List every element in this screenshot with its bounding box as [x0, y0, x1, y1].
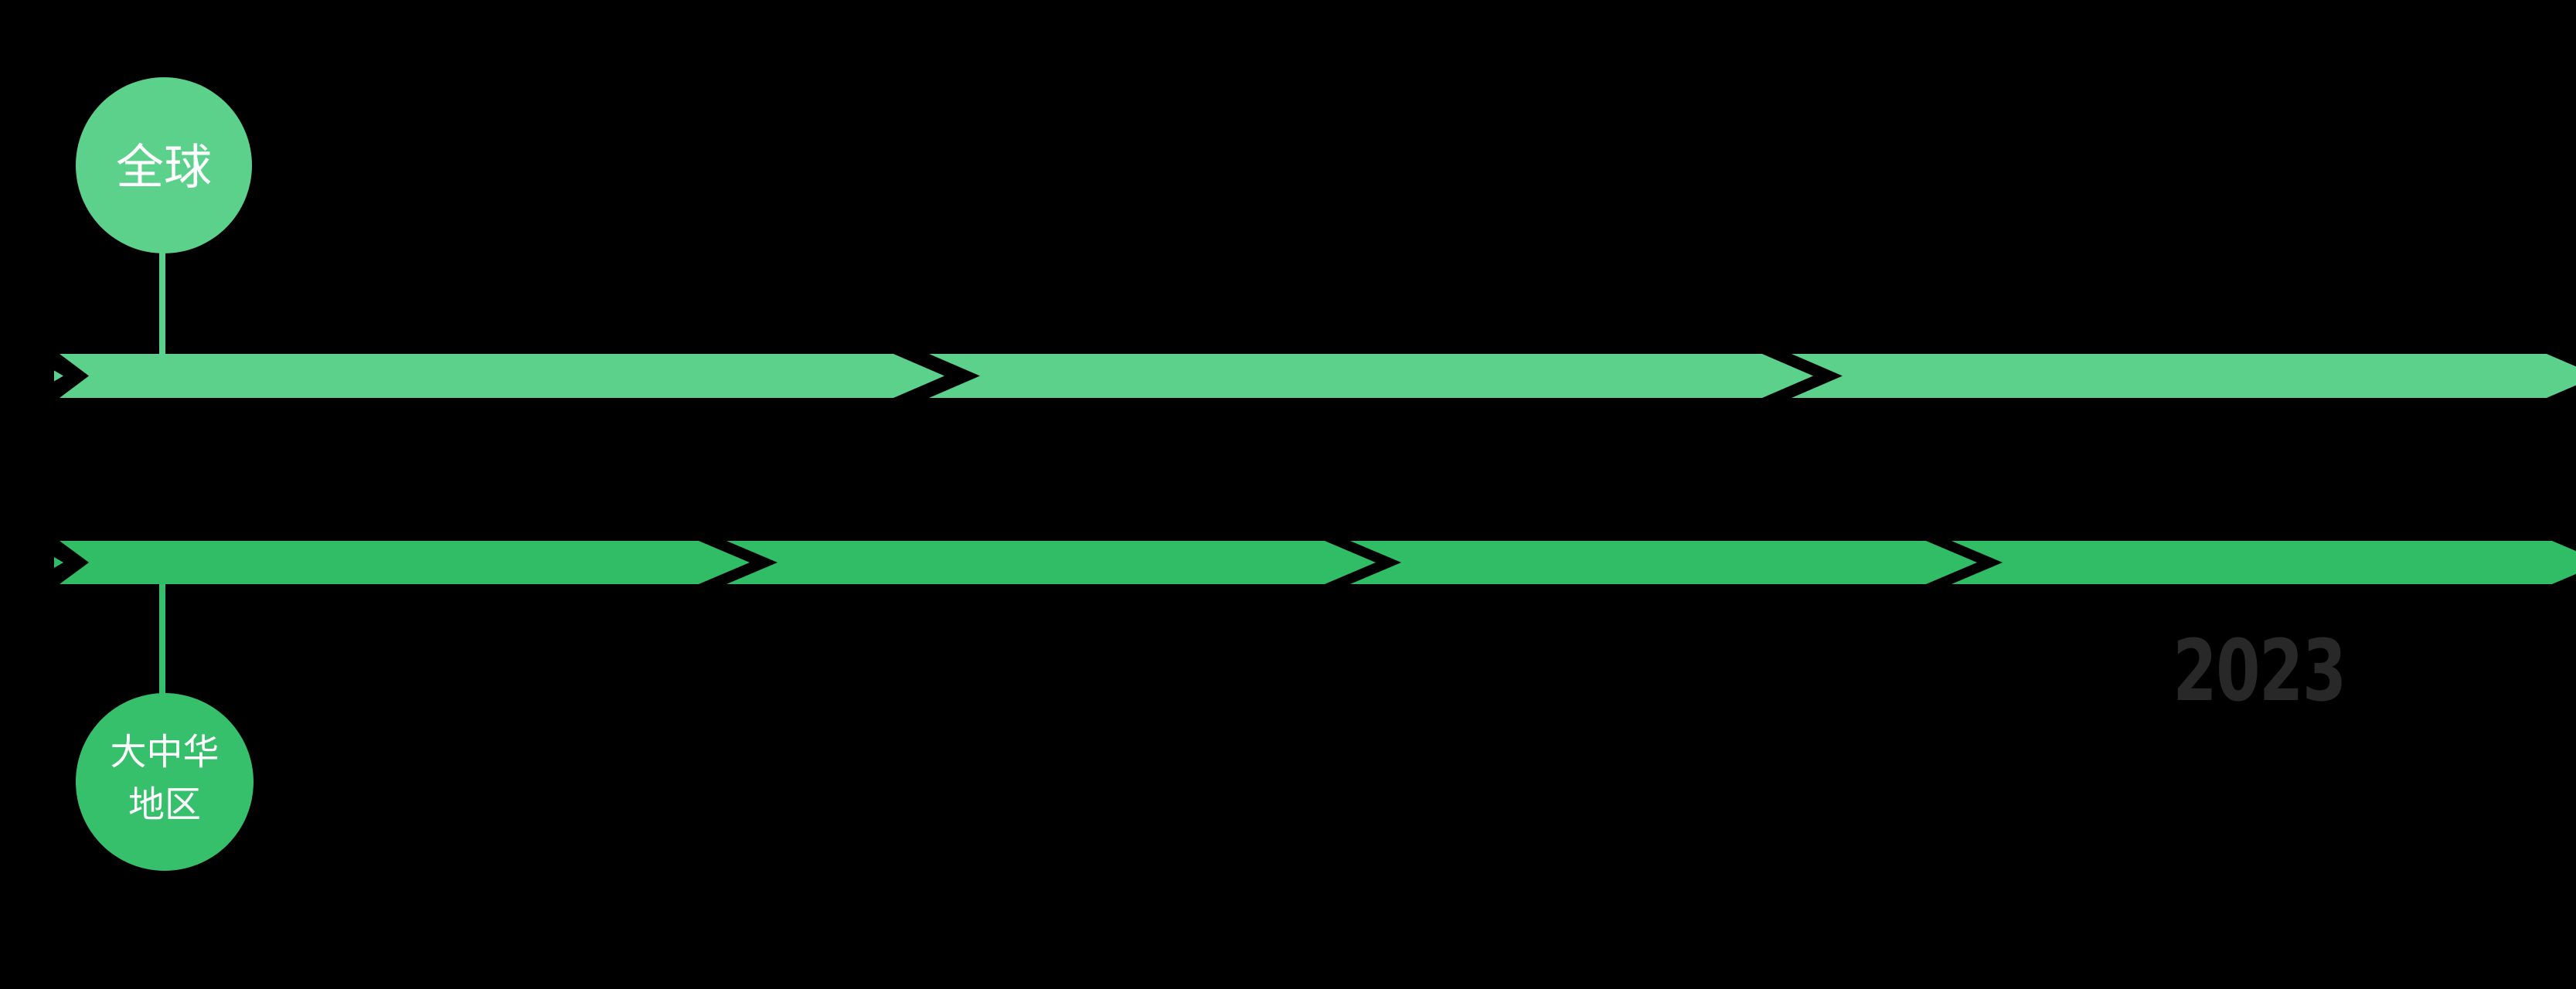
timeline-greater-china-segment-2: [727, 541, 1376, 584]
year-label: 2023: [2173, 621, 2346, 720]
timeline-greater-china-circle-label-line1: 大中华: [111, 732, 219, 774]
timeline-greater-china-circle-label-line2: 地区: [128, 784, 201, 827]
timeline-global-leading-arrow-tip: [54, 370, 63, 382]
timeline-global-segment-3: [1792, 354, 2576, 398]
timeline-global-segment-1: [60, 354, 944, 398]
timeline-global-circle-label: 全球: [116, 139, 212, 195]
timeline-greater-china-segment-3: [1350, 541, 1977, 584]
timeline-greater-china-segment-4: [1952, 541, 2576, 584]
timeline-greater-china-connector-line: [159, 584, 165, 694]
timeline-greater-china-segment-1: [60, 541, 750, 584]
timeline-global-connector-line: [159, 253, 165, 354]
timeline-greater-china-circle: [76, 693, 254, 871]
timeline-greater-china: 大中华 地区: [54, 541, 2576, 871]
timeline-global-circle: [76, 77, 252, 253]
timeline-global: 全球: [54, 77, 2576, 398]
timeline-greater-china-segments: [54, 541, 2576, 584]
timeline-greater-china-leading-arrow-tip: [54, 557, 63, 568]
timeline-global-segments: [54, 354, 2576, 398]
timeline-global-segment-2: [929, 354, 1813, 398]
